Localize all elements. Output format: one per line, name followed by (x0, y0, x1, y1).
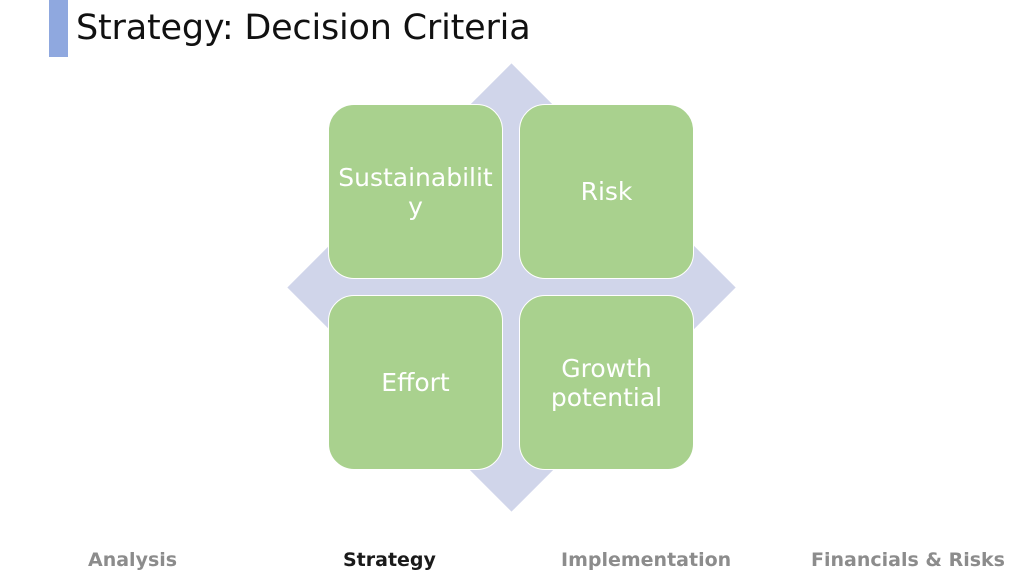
nav-item-strategy[interactable]: Strategy (343, 549, 436, 571)
criteria-box-effort: Effort (328, 295, 503, 470)
criteria-box-sustainability: Sustainability (328, 104, 503, 279)
title-accent-bar (49, 0, 68, 57)
criteria-label: Effort (381, 368, 450, 397)
criteria-box-growth-potential: Growth potential (519, 295, 694, 470)
nav-item-analysis[interactable]: Analysis (88, 549, 178, 571)
criteria-label: Risk (580, 177, 633, 206)
criteria-label: Growth potential (550, 353, 663, 412)
criteria-label: Sustainability (338, 162, 493, 221)
criteria-box-risk: Risk (519, 104, 694, 279)
slide-title: Strategy: Decision Criteria (76, 8, 531, 48)
nav-item-implementation[interactable]: Implementation (561, 549, 732, 571)
nav-item-financials-risks[interactable]: Financials & Risks (811, 549, 1005, 571)
